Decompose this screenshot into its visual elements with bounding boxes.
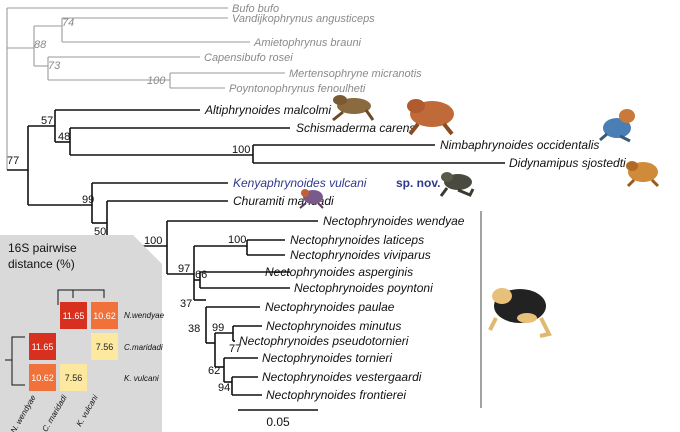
taxon-n-tornieri: Nectophrynoides tornieri — [262, 351, 392, 365]
support-73: 73 — [48, 60, 61, 72]
frog-kenyaphrynoides-image — [439, 172, 475, 197]
taxon-n-poyntoni: Nectophrynoides poyntoni — [294, 281, 433, 295]
support-97: 97 — [178, 263, 190, 275]
frog-nimbaphrynoides-image — [599, 109, 635, 143]
taxon-vandijkophrynus: Vandijkophrynus angusticeps — [232, 13, 375, 25]
support-94: 94 — [218, 382, 230, 394]
support-100-necto: 100 — [144, 235, 162, 247]
taxon-n-paulae: Nectophrynoides paulae — [265, 300, 395, 314]
scale-bar: 0.05 — [238, 409, 318, 429]
frog-schismaderma-image — [407, 99, 454, 136]
support-100-nimba: 100 — [232, 144, 250, 156]
taxon-n-viviparus: Nectophrynoides viviparus — [290, 248, 431, 262]
taxon-n-pseudotornieri: Nectophrynoides pseudotornieri — [239, 334, 409, 348]
taxon-nimbaphrynoides: Nimbaphrynoides occidentalis — [440, 138, 599, 152]
taxon-n-wendyae: Nectophrynoides wendyae — [323, 214, 465, 228]
support-37: 37 — [180, 298, 192, 310]
frog-altiphrynoides-image — [332, 95, 375, 122]
taxon-kenyaphrynoides: Kenyaphrynoides vulcani — [233, 176, 367, 190]
frog-didynamipus-image — [626, 161, 660, 188]
ingroup-branches — [7, 109, 505, 396]
sp-nov-label: sp. nov. — [396, 176, 440, 190]
support-99-minutus: 99 — [212, 322, 224, 334]
support-77-root: 77 — [7, 155, 19, 167]
taxon-amietophrynus: Amietophrynus brauni — [253, 37, 362, 49]
taxon-mertensophryne: Mertensophryne micranotis — [289, 68, 422, 80]
support-88: 88 — [34, 39, 47, 51]
ingroup-labels: Altiphrynoides malcolmi Schismaderma car… — [7, 103, 626, 402]
taxon-capensibufo: Capensibufo rosei — [204, 52, 293, 64]
taxon-n-minutus: Nectophrynoides minutus — [266, 319, 401, 333]
support-100-outgroup: 100 — [147, 75, 166, 87]
support-74: 74 — [62, 17, 74, 29]
taxon-n-laticeps: Nectophrynoides laticeps — [290, 233, 424, 247]
support-62: 62 — [208, 365, 220, 377]
frog-churamiti-image — [299, 189, 324, 209]
frog-nectophrynoides-image — [488, 288, 552, 338]
taxon-poyntonophrynus: Poyntonophrynus fenoulheti — [229, 83, 366, 95]
taxon-schismaderma: Schismaderma carens — [296, 121, 415, 135]
support-48: 48 — [58, 131, 70, 143]
support-100-lati: 100 — [228, 234, 246, 246]
taxon-n-frontierei: Nectophrynoides frontierei — [266, 388, 406, 402]
taxon-altiphrynoides: Altiphrynoides malcolmi — [204, 103, 331, 117]
scale-bar-label: 0.05 — [266, 415, 290, 429]
support-57: 57 — [41, 115, 53, 127]
taxon-bufo-bufo: Bufo bufo — [232, 3, 279, 15]
support-50: 50 — [94, 226, 106, 238]
support-77-inner: 77 — [229, 343, 241, 355]
support-38: 38 — [188, 323, 200, 335]
outgroup-branches — [6, 7, 285, 170]
taxon-n-vestergaardi: Nectophrynoides vestergaardi — [262, 370, 422, 384]
outgroup-labels: Bufo bufo Vandijkophrynus angusticeps Am… — [34, 3, 422, 95]
taxon-n-asperginis: Nectophrynoides asperginis — [265, 265, 413, 279]
support-66: 66 — [195, 269, 207, 281]
taxon-didynamipus: Didynamipus sjostedti — [509, 156, 626, 170]
support-99: 99 — [82, 194, 94, 206]
